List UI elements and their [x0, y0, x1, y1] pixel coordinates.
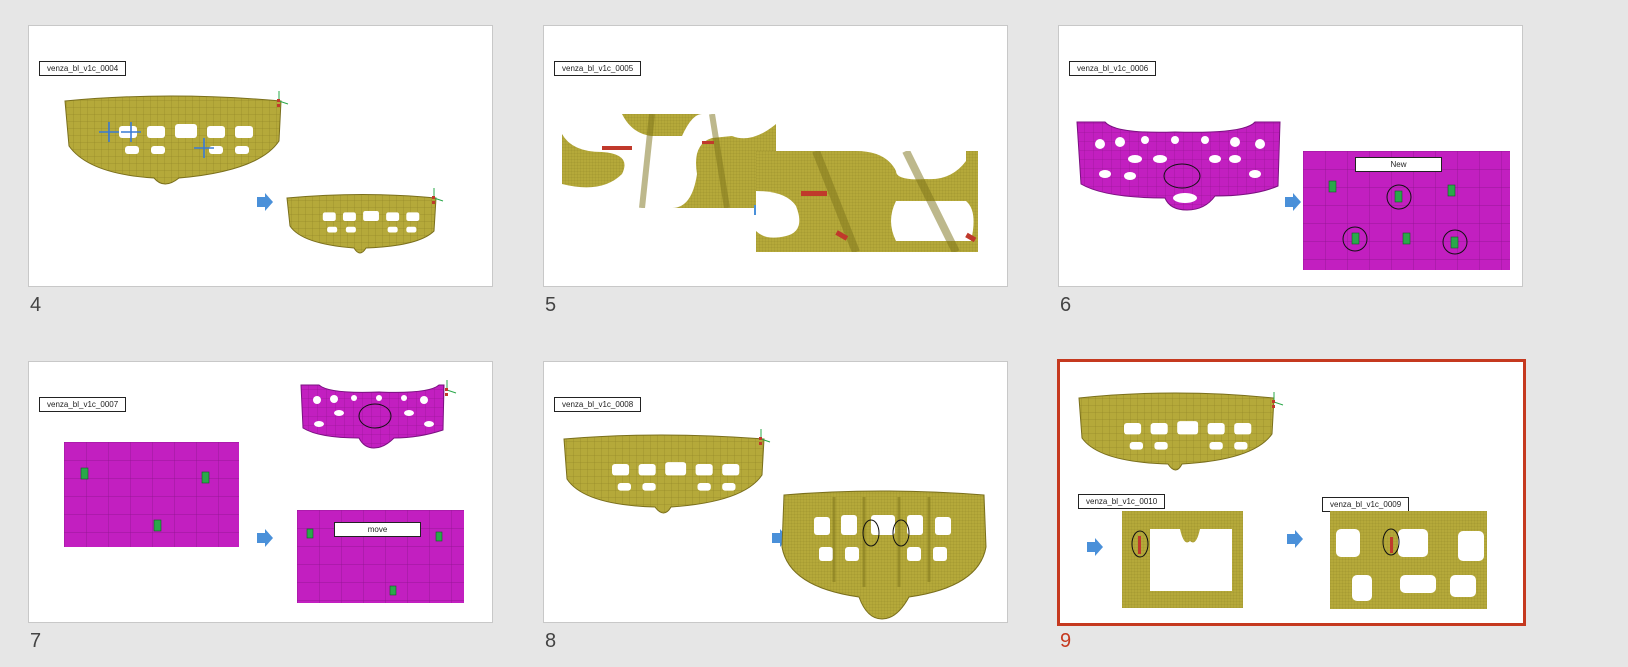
arrow-right-icon	[257, 529, 273, 547]
slide-thumbnail-5[interactable]: venza_bl_v1c_0005	[543, 25, 1008, 287]
hood-panel-image	[64, 90, 289, 185]
annotation-label-new: New	[1355, 157, 1442, 172]
mesh-closeup-image	[1330, 511, 1487, 609]
slide-number: 4	[30, 294, 42, 316]
slide-number: 9	[1060, 630, 1072, 652]
mesh-closeup-image	[1122, 511, 1243, 608]
magenta-mesh-closeup-image	[64, 442, 239, 547]
hood-panel-image	[563, 428, 771, 514]
arrow-right-icon	[257, 193, 273, 211]
slide-label: venza_bl_v1c_0004	[39, 61, 127, 76]
annotation-label-move: move	[334, 522, 421, 537]
slide-label: venza_bl_v1c_0008	[554, 397, 642, 412]
arrow-right-icon	[1087, 538, 1103, 556]
slide-number: 6	[1060, 294, 1072, 316]
slide-number: 5	[545, 294, 557, 316]
slide-thumbnail-9[interactable]: venza_bl_v1c_0010 venza_bl_v1c_0009	[1057, 359, 1526, 626]
mesh-closeup-image	[756, 151, 978, 252]
hood-panel-image	[286, 187, 444, 254]
slide-thumbnail-7[interactable]: venza_bl_v1c_0007 move	[28, 361, 493, 623]
slide-number: 7	[30, 630, 42, 652]
slide-thumbnail-6[interactable]: venza_bl_v1c_0006 New	[1058, 25, 1523, 287]
hood-inner-panel-image	[781, 490, 987, 620]
arrow-right-icon	[1287, 530, 1303, 548]
slide-label: venza_bl_v1c_0006	[1069, 61, 1157, 76]
slide-label: venza_bl_v1c_0005	[554, 61, 642, 76]
mesh-closeup-image	[562, 114, 776, 208]
arrow-right-icon	[1285, 193, 1301, 211]
slide-thumbnail-8[interactable]: venza_bl_v1c_0008	[543, 361, 1008, 623]
magenta-panel-image	[1076, 121, 1281, 211]
slide-label: venza_bl_v1c_0007	[39, 397, 127, 412]
slide-label: venza_bl_v1c_0009	[1322, 497, 1410, 512]
slide-thumbnail-4[interactable]: venza_bl_v1c_0004	[28, 25, 493, 287]
hood-panel-image	[1078, 391, 1284, 471]
slide-number: 8	[545, 630, 557, 652]
slide-label: venza_bl_v1c_0010	[1078, 494, 1166, 509]
magenta-panel-image	[300, 380, 457, 449]
